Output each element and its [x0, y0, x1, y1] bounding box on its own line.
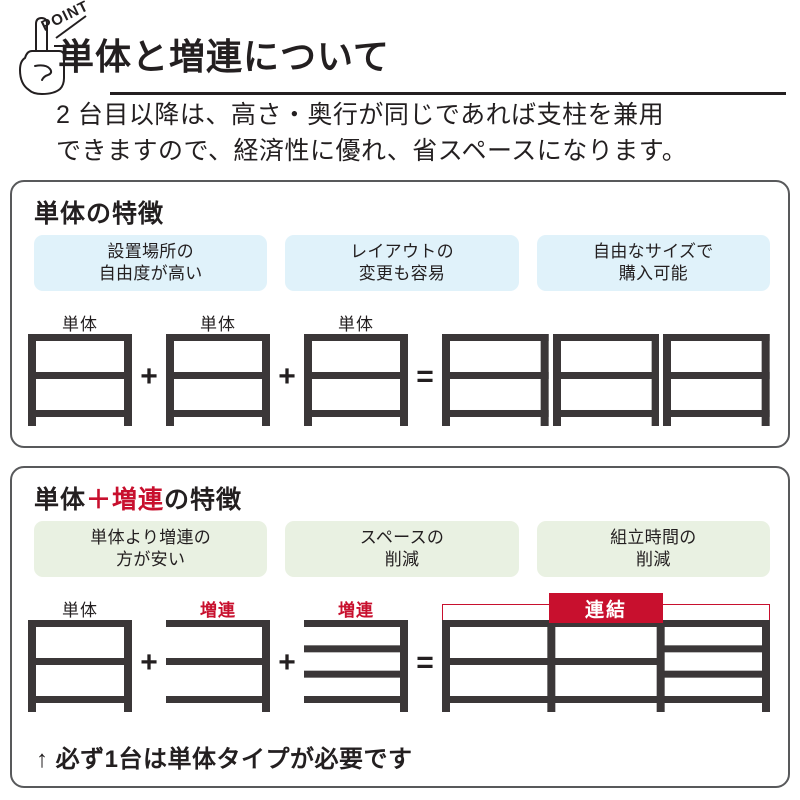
header: POINT 単体と増連について 2 台目以降は、高さ・奥行が同じであれば支柱を兼…: [0, 0, 800, 176]
benefit-pill: スペースの 削減: [285, 521, 519, 577]
benefit-pill-line-1: 設置場所の: [107, 241, 194, 261]
benefit-pill: 単体より増連の 方が安い: [34, 521, 268, 577]
single-unit-equation-diagram: 単体 + 単体 + 単体 =: [28, 310, 776, 438]
benefit-pill: 自由なサイズで 購入可能: [536, 235, 770, 291]
benefit-pill-line-2: 方が安い: [116, 550, 186, 569]
panel-combo-title-part2: 増連: [112, 486, 165, 514]
benefit-pill-line-1: レイアウトの: [350, 241, 454, 261]
benefit-pill-line-2: 変更も容易: [358, 264, 446, 283]
plus-operator: +: [140, 646, 158, 679]
shelf-unit-graphic: [304, 620, 408, 712]
benefit-pill-line-2: 削減: [636, 550, 671, 569]
combined-shelf-result-graphic: [442, 334, 770, 426]
shelf-unit-graphic: [28, 334, 132, 426]
benefit-pill-line-2: 自由度が高い: [98, 264, 203, 283]
shelf-unit-graphic: [166, 620, 270, 712]
plus-operator: +: [140, 360, 158, 393]
panel-combo-title-part3: の特徴: [164, 486, 243, 514]
required-single-unit-note: ↑ 必ず1台は単体タイプが必要です: [36, 746, 413, 773]
shelf-unit-label: 増連: [338, 601, 374, 620]
equals-operator: =: [416, 646, 434, 679]
lead-paragraph: 2 台目以降は、高さ・奥行が同じであれば支柱を兼用 できますので、経済性に優れ、…: [56, 98, 796, 169]
combined-shelf-result-graphic: [442, 620, 770, 712]
shelf-unit-label: 増連: [200, 601, 236, 620]
benefit-pill-line-1: 組立時間の: [610, 527, 697, 547]
panel-combo-title: 単体＋増連の特徴: [34, 480, 242, 516]
shelf-unit-label: 単体: [200, 315, 236, 334]
connect-banner: 連結: [549, 593, 663, 623]
benefit-pill-line-1: 自由なサイズで: [593, 241, 714, 261]
panel-single-benefit-pills: 設置場所の 自由度が高い レイアウトの 変更も容易 自由なサイズで 購入可能: [34, 235, 770, 291]
shelf-unit-graphic: [304, 334, 408, 426]
panel-combo-unit: 単体＋増連の特徴 単体より増連の 方が安い スペースの 削減 組立時間の 削減 …: [10, 466, 790, 788]
lead-line-1: 2 台目以降は、高さ・奥行が同じであれば支柱を兼用: [56, 101, 665, 129]
lead-line-2: できますので、経済性に優れ、省スペースになります。: [56, 136, 688, 165]
panel-single-title: 単体の特徴: [34, 200, 165, 228]
panel-single-unit: 単体の特徴 設置場所の 自由度が高い レイアウトの 変更も容易 自由なサイズで …: [10, 180, 790, 448]
shelf-unit-label: 単体: [338, 315, 374, 334]
panel-combo-title-plus: ＋: [86, 486, 113, 514]
panel-combo-benefit-pills: 単体より増連の 方が安い スペースの 削減 組立時間の 削減: [34, 521, 770, 577]
benefit-pill: 設置場所の 自由度が高い: [34, 235, 268, 291]
plus-operator: +: [278, 360, 296, 393]
benefit-pill-line-2: 購入可能: [618, 264, 688, 283]
shelf-unit-label: 単体: [62, 315, 98, 334]
combo-unit-equation-diagram: 単体 + 増連 + 増連 = 連結: [28, 593, 776, 724]
benefit-pill-line-1: スペースの: [359, 527, 445, 547]
pointing-hand-icon: [8, 10, 108, 96]
shelf-unit-graphic: [28, 620, 132, 712]
benefit-pill: 組立時間の 削減: [536, 521, 770, 577]
shelf-unit-label: 単体: [62, 601, 98, 620]
shelf-unit-graphic: [166, 334, 270, 426]
equals-operator: =: [416, 360, 434, 393]
page-title: 単体と増連について: [58, 36, 788, 77]
plus-operator: +: [278, 646, 296, 679]
benefit-pill-line-2: 削減: [384, 550, 420, 569]
title-underline: [110, 92, 786, 95]
benefit-pill-line-1: 単体より増連の: [90, 527, 212, 547]
page-title-text: 単体と増連について: [58, 36, 390, 77]
benefit-pill: レイアウトの 変更も容易: [285, 235, 519, 291]
panel-combo-title-part1: 単体: [34, 486, 87, 514]
